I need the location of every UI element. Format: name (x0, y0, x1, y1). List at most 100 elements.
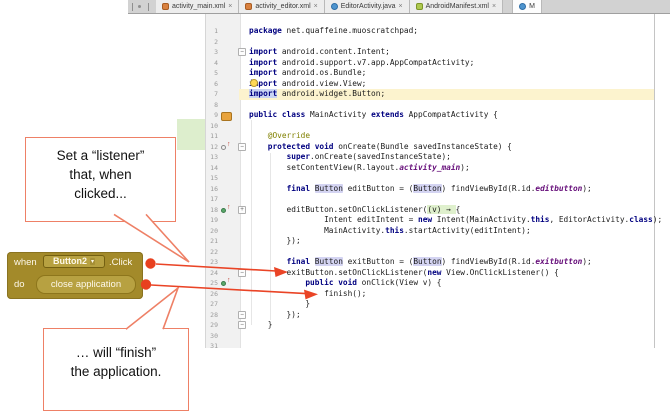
callout-line: that, when (69, 167, 132, 182)
tab-label: EditorActivity.java (340, 3, 396, 10)
callout-line: clicked... (74, 186, 127, 201)
overrides-method-icon[interactable]: ↑ (221, 141, 231, 152)
line-number: 22 (210, 247, 218, 256)
code-line: 19 Intent editIntent = new Intent(MainAc… (0, 215, 670, 226)
line-number: 16 (210, 184, 218, 193)
implements-method-icon[interactable]: ↑ (221, 204, 231, 215)
code-fold-icon[interactable]: − (238, 268, 246, 277)
chevron-down-icon: ▾ (89, 257, 95, 265)
line-number: 19 (210, 216, 218, 224)
code-fold-icon[interactable]: − (238, 48, 246, 56)
code-line: 16 final Button editButton = (Button) fi… (0, 183, 670, 195)
do-label: do (14, 279, 25, 290)
callout-line: Set a “listener” (56, 148, 145, 163)
tab-strip: activity_main.xml×activity_editor.xml×Ed… (156, 0, 542, 13)
line-number: 2 (214, 37, 218, 46)
code-line: 8 (0, 100, 670, 111)
line-number: 20 (210, 226, 218, 235)
code-line: 11 @Override (0, 131, 670, 142)
code-line: 17 (0, 194, 670, 205)
callout-finish: … will “finish” the application. (43, 328, 189, 411)
appinventor-when-block[interactable]: when Button2 ▾ .Click do close applicati… (7, 252, 143, 299)
component-name: Button2 (52, 256, 87, 266)
action-label: close application (50, 279, 122, 290)
implements-method-icon[interactable]: ↑ (221, 277, 231, 288)
android-manifest-icon (415, 3, 423, 10)
editor-tab-bar: activity_main.xml×activity_editor.xml×Ed… (128, 0, 670, 14)
code-line: 31 (0, 341, 670, 352)
callout-line: … will “finish” (75, 345, 157, 360)
event-suffix: .Click (109, 257, 133, 268)
tab-label: M (529, 3, 535, 10)
code-fold-icon[interactable]: − (238, 142, 246, 151)
tab-label: AndroidManifest.xml (425, 3, 489, 10)
line-number: 27 (210, 300, 218, 308)
close-icon[interactable]: × (491, 3, 497, 10)
line-number: 9 (214, 111, 218, 119)
line-number: 1 (214, 27, 218, 35)
line-number: 3 (214, 48, 218, 56)
highlight-block (177, 119, 205, 150)
line-number: 14 (210, 163, 218, 172)
line-number: 30 (210, 331, 218, 340)
line-number: 18 (210, 205, 218, 214)
code-line: 30 (0, 331, 670, 342)
code-fold-icon[interactable]: − (238, 321, 246, 329)
tab-label: activity_editor.xml (255, 3, 311, 10)
line-number: 15 (210, 174, 218, 182)
code-line: 10 (0, 121, 670, 132)
line-number: 29 (210, 321, 218, 329)
code-line: 24 exitButton.setOnClickListener(new Vie… (0, 268, 670, 279)
bookmark-icon[interactable] (221, 111, 232, 121)
line-number: 31 (210, 342, 218, 350)
line-number: 26 (210, 289, 218, 298)
tab-EditorActivity.java[interactable]: EditorActivity.java× (324, 0, 410, 13)
indent-guide (251, 120, 252, 325)
code-line: 27 } (0, 299, 670, 310)
tab-activity_main.xml[interactable]: activity_main.xml× (156, 0, 240, 13)
close-icon[interactable]: × (398, 3, 403, 10)
line-number: 23 (210, 258, 218, 266)
code-line: 13 super.onCreate(savedInstanceState); (0, 152, 670, 163)
tab-AndroidManifest.xml[interactable]: AndroidManifest.xml× (409, 0, 504, 13)
code-line: 21 }); (0, 236, 670, 247)
toolbar-fragment (130, 1, 156, 12)
code-fold-icon[interactable]: − (238, 310, 246, 319)
code-line: 12 protected void onCreate(Bundle savedI… (0, 142, 670, 153)
line-number: 24 (210, 268, 218, 277)
component-dropdown[interactable]: Button2 ▾ (43, 254, 105, 268)
line-number: 8 (214, 100, 218, 109)
code-line: 23 final Button exitButton = (Button) fi… (0, 257, 670, 268)
code-line: 28 }); (0, 310, 670, 321)
line-number: 10 (210, 121, 218, 130)
code-line: 2 (0, 37, 670, 48)
callout-line: the application. (70, 364, 162, 379)
line-number: 5 (214, 69, 218, 77)
line-number: 25 (210, 279, 218, 287)
line-number: 17 (210, 195, 218, 203)
java-class-icon (519, 3, 527, 10)
line-number: 7 (214, 90, 218, 98)
code-line: 18 editButton.setOnClickListener((v) → { (0, 204, 670, 216)
layout-xml-icon (162, 3, 169, 10)
close-application-block[interactable]: close application (36, 275, 136, 294)
close-icon[interactable]: × (313, 3, 318, 10)
caret-line-highlight (239, 89, 654, 100)
line-number: 4 (214, 58, 218, 67)
tab-M[interactable]: M (512, 0, 542, 13)
when-label: when (14, 257, 37, 268)
line-number: 12 (210, 142, 218, 151)
line-number: 11 (210, 132, 218, 140)
code-fold-icon[interactable]: + (238, 205, 246, 214)
tab-activity_editor.xml[interactable]: activity_editor.xml× (239, 0, 325, 13)
code-line: 22 (0, 247, 670, 258)
intention-bulb-icon[interactable] (250, 79, 258, 87)
code-line: 15 (0, 173, 670, 184)
close-icon[interactable]: × (228, 3, 233, 10)
